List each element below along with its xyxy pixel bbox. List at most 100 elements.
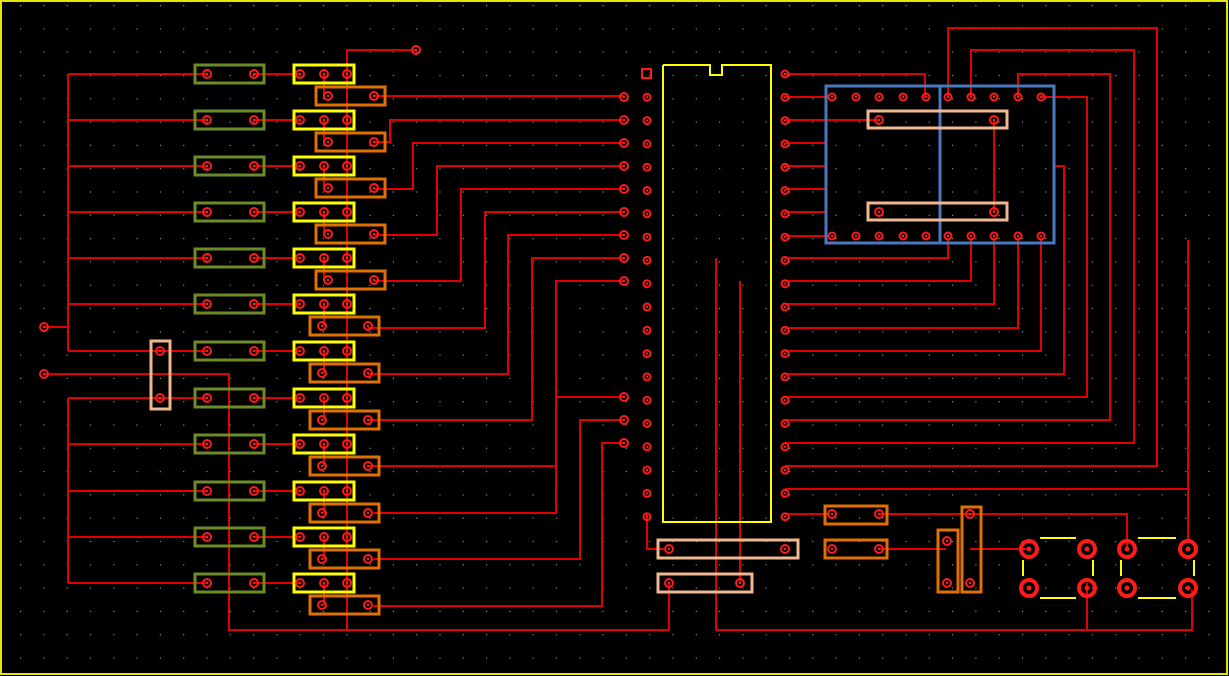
grid-dot bbox=[695, 28, 697, 30]
grid-dot bbox=[579, 51, 581, 53]
pad bbox=[319, 161, 329, 171]
grid-dot bbox=[159, 471, 161, 473]
grid-dot bbox=[89, 610, 92, 612]
grid-dot bbox=[998, 284, 1000, 286]
resistor-yellow bbox=[292, 433, 356, 455]
grid-dot bbox=[509, 471, 511, 473]
grid-dot bbox=[1208, 261, 1210, 263]
grid-dot bbox=[928, 540, 930, 543]
grid-dot bbox=[975, 191, 977, 193]
grid-dot bbox=[742, 587, 744, 589]
ic-right-pin-hole bbox=[783, 445, 787, 448]
grid-dot bbox=[89, 121, 92, 123]
grid-dot bbox=[765, 377, 767, 379]
grid-dot bbox=[952, 587, 954, 589]
grid-dot bbox=[1115, 214, 1117, 216]
pad-hole bbox=[372, 94, 376, 98]
socket-pin-hole bbox=[992, 234, 996, 238]
ic-left-pin-hole bbox=[645, 329, 649, 332]
big-pad bbox=[1019, 578, 1039, 598]
pad bbox=[39, 322, 49, 332]
grid-dot bbox=[392, 284, 394, 286]
grid-dot bbox=[812, 307, 814, 310]
pad-hole bbox=[622, 95, 626, 99]
grid-dot bbox=[1021, 214, 1024, 216]
ic-right-pin-hole bbox=[783, 72, 787, 76]
grid-dot bbox=[369, 657, 371, 659]
pad-hole bbox=[205, 164, 209, 168]
grid-dot bbox=[509, 354, 511, 356]
grid-dot bbox=[695, 401, 697, 403]
grid-dot bbox=[1115, 377, 1117, 379]
pad-hole bbox=[205, 349, 209, 353]
grid-dot bbox=[812, 238, 814, 240]
grid-dot bbox=[509, 494, 511, 496]
grid-dot bbox=[1161, 191, 1163, 193]
grid-dot bbox=[206, 28, 208, 30]
grid-dot bbox=[486, 5, 488, 7]
pad-hole bbox=[298, 256, 302, 260]
pad bbox=[317, 415, 327, 425]
grid-dot bbox=[89, 517, 92, 519]
grid-dot bbox=[602, 540, 604, 543]
grid-dot bbox=[579, 401, 581, 403]
big-pad bbox=[1117, 539, 1137, 559]
ic-right-pin-hole bbox=[783, 492, 787, 495]
pad bbox=[317, 554, 327, 564]
grid-dot bbox=[1115, 191, 1117, 193]
pad bbox=[249, 346, 259, 356]
ic-right-pin-hole bbox=[783, 119, 787, 122]
grid-dot bbox=[1115, 74, 1117, 77]
grid-dot bbox=[835, 377, 837, 379]
pad-hole bbox=[345, 164, 349, 168]
grid-dot bbox=[905, 564, 907, 566]
pad bbox=[363, 415, 373, 425]
grid-dot bbox=[136, 564, 138, 566]
grid-dot bbox=[439, 5, 441, 7]
grid-dot bbox=[439, 238, 441, 240]
grid-dot bbox=[439, 517, 441, 519]
grid-dot bbox=[253, 471, 255, 473]
ic-right-pin bbox=[780, 372, 790, 382]
grid-dot bbox=[742, 284, 744, 286]
grid-dot bbox=[486, 307, 488, 310]
grid-dot bbox=[695, 238, 697, 240]
grid-dot bbox=[1185, 51, 1187, 53]
pad bbox=[874, 544, 884, 554]
pad bbox=[202, 532, 212, 542]
grid-dot bbox=[486, 377, 488, 379]
grid-dot bbox=[159, 587, 161, 589]
grid-dot bbox=[136, 447, 138, 449]
grid-dot bbox=[695, 98, 697, 100]
grid-dot bbox=[672, 331, 674, 333]
grid-dot bbox=[43, 214, 45, 216]
grid-dot bbox=[1068, 98, 1070, 100]
grid-dot bbox=[602, 307, 604, 310]
grid-dot bbox=[509, 5, 511, 7]
grid-dot bbox=[253, 331, 255, 333]
grid-dot bbox=[462, 471, 464, 473]
grid-dot bbox=[1185, 494, 1187, 496]
grid-dot bbox=[882, 261, 884, 263]
grid-dot bbox=[555, 657, 558, 659]
grid-dot bbox=[672, 587, 674, 589]
socket-pin-hole bbox=[924, 234, 928, 238]
ic-right-pin bbox=[780, 512, 790, 522]
grid-dot bbox=[299, 331, 301, 333]
grid-dot bbox=[1115, 424, 1117, 426]
grid-dot bbox=[20, 98, 22, 100]
ic-right-pin bbox=[780, 209, 790, 219]
grid-dot bbox=[998, 5, 1000, 7]
grid-dot bbox=[742, 28, 744, 30]
grid-dot bbox=[1045, 401, 1047, 403]
grid-dot bbox=[742, 634, 744, 636]
grid-dot bbox=[1115, 494, 1117, 496]
grid-dot bbox=[253, 377, 255, 379]
grid-dot bbox=[113, 401, 115, 403]
grid-dot bbox=[1161, 471, 1163, 473]
grid-dot bbox=[1115, 51, 1117, 53]
grid-dot bbox=[392, 144, 394, 146]
grid-dot bbox=[229, 564, 231, 566]
grid-dot bbox=[346, 5, 348, 7]
grid-dot bbox=[928, 261, 930, 263]
